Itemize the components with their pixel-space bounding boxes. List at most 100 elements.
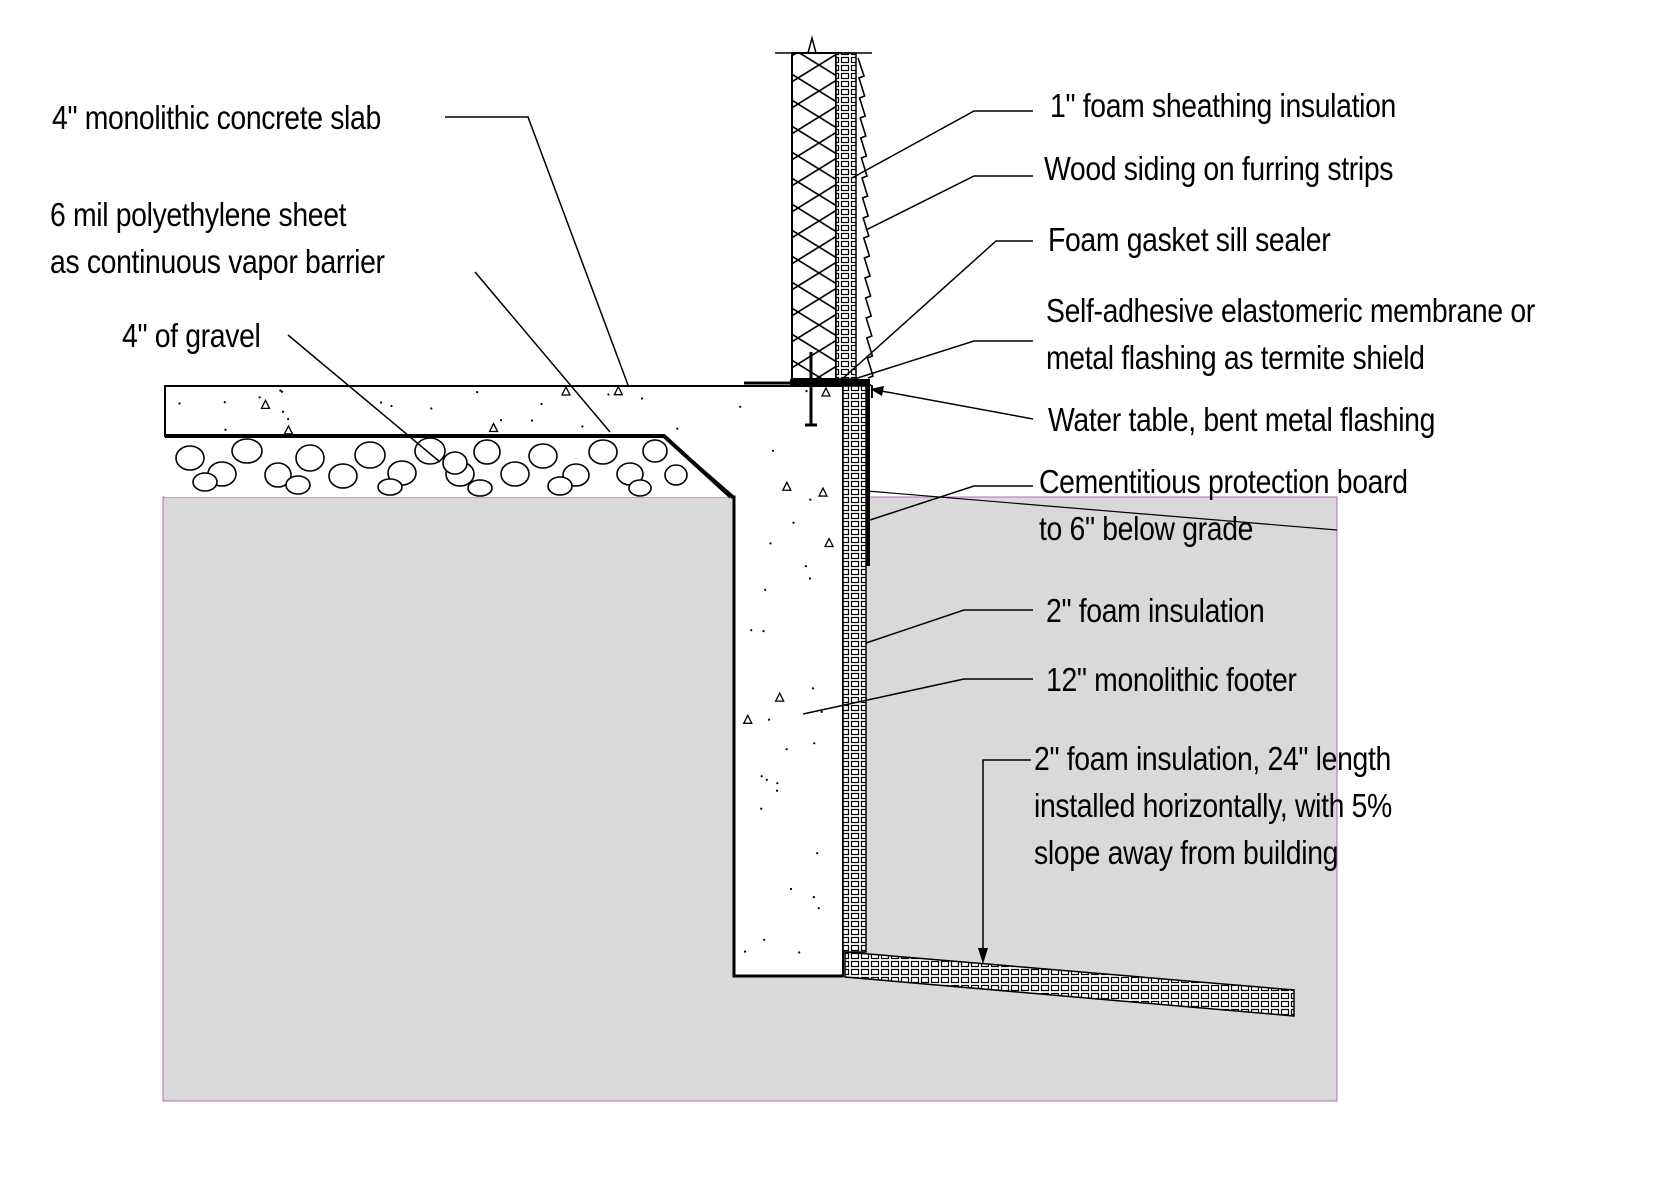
gravel-stone bbox=[295, 444, 325, 472]
label-vapor-barrier-line-1: 6 mil polyethylene sheet bbox=[50, 196, 347, 233]
leader-concrete-slab bbox=[445, 116, 629, 386]
aggregate-stone bbox=[820, 386, 831, 397]
siding-profile bbox=[857, 57, 874, 379]
label-protection-board-line-2: to 6" below grade bbox=[1039, 510, 1254, 547]
label-horizontal-foam-line-3: slope away from building bbox=[1034, 834, 1339, 871]
leader-water-table bbox=[875, 389, 1034, 420]
gravel-stone bbox=[588, 439, 618, 465]
aggregate-speck bbox=[820, 710, 823, 714]
aggregate-speck bbox=[816, 852, 819, 855]
anchor-bolt bbox=[805, 352, 817, 427]
label-footer: 12" monolithic footer bbox=[1046, 661, 1297, 698]
aggregate-speck bbox=[812, 896, 815, 899]
foam-sheathing bbox=[835, 52, 857, 380]
leader-foam-sheathing bbox=[851, 110, 1033, 179]
aggregate-speck bbox=[798, 951, 801, 954]
label-horizontal-foam: 2" foam insulation, 24" length installed… bbox=[1034, 735, 1392, 876]
gravel-stone bbox=[467, 479, 493, 497]
aggregate-speck bbox=[581, 425, 584, 428]
aggregate-stone bbox=[742, 713, 753, 724]
gravel-stone bbox=[414, 437, 446, 465]
label-concrete-slab: 4" monolithic concrete slab bbox=[52, 99, 381, 136]
aggregate-stone bbox=[781, 480, 792, 491]
aggregate-stone bbox=[283, 424, 294, 435]
aggregate-stone bbox=[613, 385, 624, 396]
gravel-stone bbox=[192, 472, 218, 492]
gravel-stone bbox=[442, 451, 468, 475]
label-vapor-barrier: 6 mil polyethylene sheet as continuous v… bbox=[50, 191, 385, 285]
gravel-stone bbox=[264, 462, 292, 488]
aggregate-speck bbox=[811, 687, 815, 690]
aggregate-speck bbox=[760, 807, 763, 810]
leader-sill-sealer bbox=[839, 240, 1033, 382]
aggregate-speck bbox=[430, 407, 433, 410]
aggregate-speck bbox=[750, 629, 753, 632]
leader-wood-siding bbox=[865, 175, 1033, 231]
gravel-stone bbox=[547, 476, 573, 496]
aggregate-speck bbox=[530, 419, 534, 422]
aggregate-speck bbox=[769, 542, 772, 545]
aggregate-stone bbox=[560, 385, 572, 396]
aggregate-speck bbox=[390, 404, 393, 408]
aggregate-speck bbox=[805, 390, 808, 393]
aggregate-stone bbox=[488, 422, 499, 433]
horizontal-foam-insulation bbox=[844, 951, 1295, 1017]
aggregate-speck bbox=[776, 782, 779, 785]
label-termite-shield: Self-adhesive elastomeric membrane or me… bbox=[1046, 287, 1535, 381]
aggregate-speck bbox=[281, 410, 285, 413]
gravel-stone bbox=[642, 439, 668, 463]
aggregate-speck bbox=[772, 449, 775, 452]
gravel-stone bbox=[377, 478, 403, 496]
label-foam-insulation: 2" foam insulation bbox=[1046, 592, 1265, 629]
gravel-stone bbox=[175, 445, 205, 471]
wood-siding bbox=[857, 57, 874, 379]
aggregate-speck bbox=[813, 742, 816, 745]
aggregate-speck bbox=[792, 521, 795, 524]
aggregate-speck bbox=[775, 789, 779, 792]
break-mark bbox=[807, 35, 817, 54]
aggregate-speck bbox=[809, 498, 812, 501]
aggregate-speck bbox=[817, 907, 820, 910]
water-table-flashing bbox=[855, 378, 873, 398]
aggregate-speck bbox=[540, 402, 543, 406]
gravel-stone bbox=[473, 439, 501, 465]
leader-arrowheads bbox=[870, 386, 988, 964]
label-water-table: Water table, bent metal flashing bbox=[1048, 401, 1436, 438]
gravel-stone bbox=[231, 438, 263, 464]
aggregate-speck bbox=[804, 565, 808, 568]
gravel-stone bbox=[500, 461, 530, 487]
aggregate-speck bbox=[676, 427, 679, 430]
label-vapor-barrier-line-2: as continuous vapor barrier bbox=[50, 243, 385, 280]
aggregate-speck bbox=[287, 417, 290, 421]
grade-line bbox=[854, 489, 1338, 531]
protection-board bbox=[866, 386, 870, 566]
label-termite-shield-line-2: metal flashing as termite shield bbox=[1046, 339, 1425, 376]
vertical-foam-insulation bbox=[842, 385, 867, 953]
leader-protection-board bbox=[869, 485, 1033, 521]
gravel-stone bbox=[528, 443, 558, 469]
aggregate-speck bbox=[785, 748, 788, 751]
leader-vapor-barrier bbox=[474, 271, 611, 433]
label-protection-board: Cementitious protection board to 6" belo… bbox=[1039, 458, 1408, 552]
leader-footer bbox=[802, 678, 1033, 715]
aggregate-speck bbox=[280, 390, 284, 393]
aggregate-stone bbox=[260, 398, 271, 409]
aggregate-stone bbox=[824, 537, 835, 548]
aggregate-speck bbox=[607, 393, 610, 396]
label-sill-sealer: Foam gasket sill sealer bbox=[1048, 221, 1331, 258]
arrow-horizontal-foam bbox=[978, 948, 988, 964]
leader-horizontal-foam bbox=[982, 759, 1031, 956]
gravel-stone bbox=[664, 464, 688, 486]
aggregate-speck bbox=[744, 950, 747, 953]
aggregate-speck bbox=[764, 588, 767, 591]
aggregate-speck bbox=[224, 428, 227, 431]
aggregate-speck bbox=[789, 887, 793, 891]
label-horizontal-foam-line-2: installed horizontally, with 5% bbox=[1034, 787, 1392, 824]
label-protection-board-line-1: Cementitious protection board bbox=[1039, 463, 1408, 500]
gravel-stones bbox=[175, 437, 688, 497]
aggregate-stone bbox=[817, 486, 829, 497]
aggregate-speck bbox=[223, 401, 226, 404]
aggregate-speck bbox=[258, 396, 261, 399]
